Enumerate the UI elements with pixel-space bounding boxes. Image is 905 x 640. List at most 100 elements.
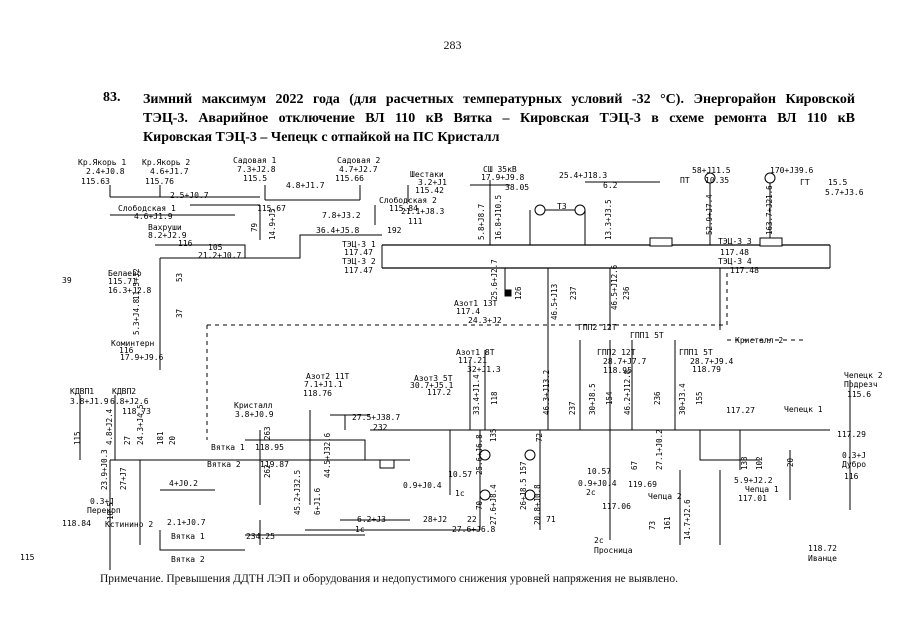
- diagram-label: 117.21: [458, 356, 487, 365]
- diagram-label: 192: [387, 226, 402, 235]
- diagram-label: 0.3+J: [90, 497, 114, 506]
- diagram-vertical-label: 236: [653, 391, 662, 405]
- diagram-vertical-label: 70: [475, 500, 484, 510]
- section-title-line-3: Кировская ТЭЦ-3 – Чепецк с отпайкой на П…: [143, 130, 500, 145]
- diagram-label: Чепецк 2: [844, 371, 883, 380]
- diagram-label: Белаево: [108, 269, 142, 278]
- diagram-label: Чепецк 1: [784, 405, 823, 414]
- diagram-label: 6.2+J3: [357, 515, 386, 524]
- diagram-label: 118.95: [255, 443, 284, 452]
- diagram-label: 3.8+J0.9: [235, 410, 274, 419]
- diagram-label: 117.27: [726, 406, 755, 415]
- diagram-label: 117.48: [730, 266, 759, 275]
- diagram-label: 115.67: [257, 204, 286, 213]
- diagram-label: 7.3+J2.8: [237, 165, 276, 174]
- diagram-label: Вятка 2: [207, 460, 241, 469]
- diagram-vertical-label: 30+J3.4: [678, 383, 687, 415]
- diagram-label: 7.1+J1.1: [304, 380, 343, 389]
- diagram-label: ГТ: [800, 178, 810, 187]
- diagram-label: 15.5: [828, 178, 847, 187]
- diagram-label: 27.5+J38.7: [352, 413, 400, 422]
- diagram-label: 10.57: [448, 470, 472, 479]
- diagram-label: 27.6+J6.8: [452, 525, 496, 534]
- diagram-vertical-label: 27: [123, 436, 132, 445]
- diagram-label: ПТ: [680, 176, 690, 185]
- diagram-label: Иванце: [808, 554, 837, 563]
- diagram-label: 5.9+J2.2: [734, 476, 773, 485]
- diagram-label: 28+J2: [423, 515, 447, 524]
- diagram-vertical-label: 25.6+J2.7: [490, 259, 499, 300]
- diagram-vertical-label: 20: [168, 435, 177, 445]
- diagram-label: 7.8+J3.2: [322, 211, 361, 220]
- diagram-label: 4+J0.2: [169, 479, 198, 488]
- diagram-vertical-label: 102: [755, 456, 764, 470]
- diagram-label: 232: [373, 423, 388, 432]
- diagram-label: 116: [119, 346, 134, 355]
- diagram-label: 2с: [594, 536, 604, 545]
- diagram-label: 117.29: [837, 430, 866, 439]
- diagram-label: Вятка 1: [171, 532, 205, 541]
- diagram-vertical-label: 20.8+J0.8: [533, 484, 542, 525]
- diagram-label: 38.05: [505, 183, 529, 192]
- diagram-vertical-label: 46.3+J13.2: [542, 370, 551, 415]
- diagram-label: СШ 35кВ: [483, 165, 517, 174]
- diagram-vertical-label: 154: [605, 391, 614, 405]
- diagram-vertical-label: 24.3+J4.5: [136, 404, 145, 445]
- diagram-label: 118.84: [62, 519, 91, 528]
- diagram-label: 2.1+J0.7: [167, 518, 206, 527]
- diagram-label: 234.25: [246, 532, 275, 541]
- diagram-label: Кристалл 2: [735, 336, 783, 345]
- diagram-vertical-label: 30+J8.5: [588, 383, 597, 415]
- diagram-label: 118.73: [122, 407, 151, 416]
- diagram-label: 6.8+J2.6: [110, 397, 149, 406]
- diagram-label: 24.3+J2: [468, 316, 502, 325]
- diagram-label: Дубро: [842, 459, 866, 469]
- diagram-label: ГПП1 5Т: [679, 348, 713, 357]
- diagram-label: 115.71: [108, 277, 137, 286]
- diagram-vertical-label: 46.5+J13: [550, 284, 559, 320]
- diagram-label: 116: [178, 239, 193, 248]
- diagram-label: Чепца 2: [648, 492, 682, 501]
- diagram-equipment: [379, 172, 783, 501]
- diagram-vertical-label: 135: [489, 428, 498, 442]
- diagram-label: Азот2 11Т: [306, 372, 350, 381]
- diagram-label: 117.4: [456, 307, 480, 316]
- breaker-tec-1-icon: [649, 237, 673, 247]
- diagram-vertical-label: 72: [535, 433, 544, 442]
- diagram-vertical-label: 157: [519, 461, 528, 475]
- diagram-label: 111: [408, 217, 423, 226]
- diagram-vertical-label: 163.7+J21.6: [765, 185, 774, 235]
- diagram-label: 21.1+J8.3: [401, 207, 445, 216]
- diagram-label: 0.9+J0.4: [578, 479, 617, 488]
- diagram-label: 0.3+J: [842, 451, 866, 460]
- generator-gt-icon: [764, 172, 776, 184]
- diagram-vertical-label: 53: [175, 273, 184, 282]
- diagram-vertical-label: 14.9+J5: [268, 208, 277, 240]
- diagram-label: 6.2: [603, 181, 618, 190]
- diagram-label: Садовая 1: [233, 156, 277, 165]
- diagram-label: 1с: [355, 525, 365, 534]
- diagram-label: Вахруши: [148, 223, 182, 232]
- diagram-vertical-label: 45.2+J32.5: [293, 470, 302, 515]
- diagram-label: 4.6+J1.7: [150, 167, 189, 176]
- diagram-label: Азот1 8Т: [456, 348, 495, 357]
- diagram-label: 36.4+J5.8: [316, 226, 360, 235]
- diagram-label: 115.42: [415, 186, 444, 195]
- diagram-label: 116: [844, 472, 859, 481]
- diagram-label: Кстинино 2: [105, 520, 153, 529]
- diagram-vertical-label: 27.6+J8.4: [489, 484, 498, 525]
- diagram-label: 10.57: [587, 467, 611, 476]
- diagram-vertical-label: 23.9+J0.3: [100, 449, 109, 490]
- diagram-label: 39: [62, 276, 72, 285]
- diagram-vertical-label: 37: [175, 309, 184, 318]
- diagram-vertical-label: 27+J7: [119, 467, 128, 490]
- diagram-label: 115.63: [81, 177, 110, 186]
- diagram-label: 119.69: [628, 480, 657, 489]
- diagram-label: 118.72: [808, 544, 837, 553]
- diagram-label: 2.5+J0.7: [170, 191, 209, 200]
- diagram-label: 28.7+J7.7: [603, 357, 647, 366]
- diagram-vertical-label: 126: [514, 286, 523, 300]
- diagram-label: ГПП2 12Т: [578, 323, 617, 332]
- diagram-vertical-label: 46.5+J12.6: [610, 264, 619, 310]
